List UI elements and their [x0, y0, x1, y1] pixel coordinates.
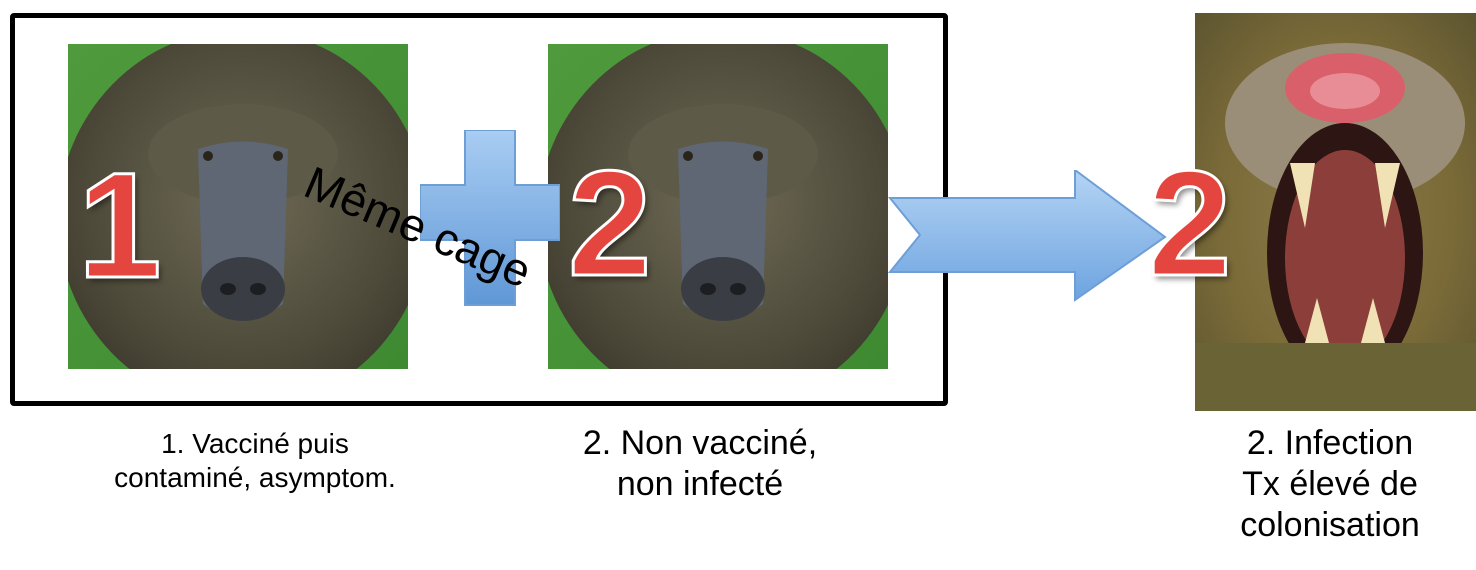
caption-vaccinated-line-2: contaminé, asymptom.	[35, 461, 475, 495]
number-label-2: 2	[568, 148, 651, 298]
caption-vaccinated: 1. Vacciné puis contaminé, asymptom.	[35, 427, 475, 494]
caption-infection-line-3: colonisation	[1150, 505, 1476, 546]
caption-infection-line-1: 2. Infection	[1150, 423, 1476, 464]
caption-vaccinated-line-1: 1. Vacciné puis	[35, 427, 475, 461]
caption-not-vaccinated: 2. Non vacciné, non infecté	[500, 423, 900, 505]
caption-infection-line-2: Tx élevé de	[1150, 464, 1476, 505]
caption-infection: 2. Infection Tx élevé de colonisation	[1150, 423, 1476, 545]
caption-not-vaccinated-line-1: 2. Non vacciné,	[500, 423, 900, 464]
number-label-3: 2	[1148, 148, 1231, 298]
caption-not-vaccinated-line-2: non infecté	[500, 464, 900, 505]
right-arrow-icon	[880, 170, 1170, 305]
mandrill-photo	[1195, 13, 1476, 411]
number-label-1: 1	[78, 150, 161, 300]
